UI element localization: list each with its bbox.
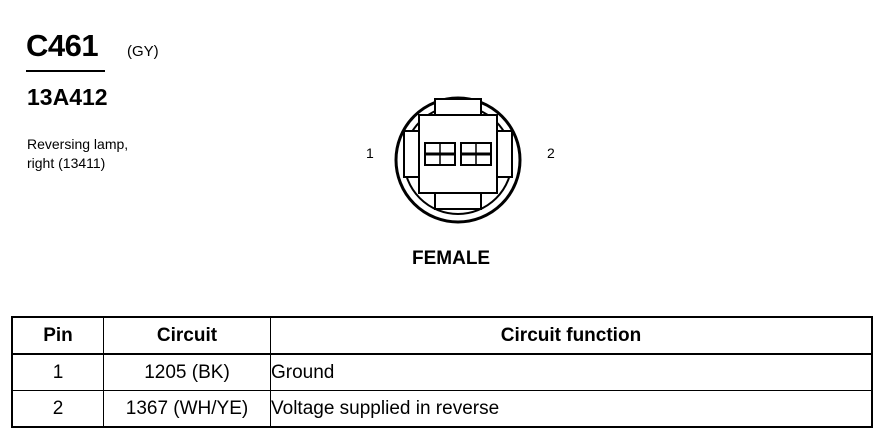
cell-pin: 1 — [11, 353, 104, 391]
header-circuit-function: Circuit function — [270, 316, 873, 355]
cell-circuit: 1367 (WH/YE) — [103, 390, 271, 428]
pin-label-1: 1 — [366, 145, 374, 161]
table-row: 2 1367 (WH/YE) Voltage supplied in rever… — [11, 390, 873, 428]
title-divider — [26, 70, 105, 72]
table-row: 1 1205 (BK) Ground — [11, 353, 873, 391]
connector-face-diagram — [394, 96, 522, 224]
connector-gender: FEMALE — [412, 248, 491, 269]
connector-right-key — [495, 130, 513, 178]
connector-top-key — [434, 98, 482, 116]
cell-circuit-function: Voltage supplied in reverse — [270, 390, 873, 428]
part-number: 13A412 — [27, 84, 108, 110]
header-pin: Pin — [11, 316, 104, 355]
cell-circuit: 1205 (BK) — [103, 353, 271, 391]
connector-color-code: (GY) — [127, 43, 159, 60]
connector-description: Reversing lamp, right (13411) — [27, 135, 128, 173]
header-circuit: Circuit — [103, 316, 271, 355]
table-header-row: Pin Circuit Circuit function — [11, 316, 873, 355]
pin-label-2: 2 — [547, 145, 555, 161]
connector-bottom-key — [434, 192, 482, 210]
pinout-table: Pin Circuit Circuit function 1 1205 (BK)… — [11, 316, 873, 428]
cell-pin: 2 — [11, 390, 104, 428]
cell-circuit-function: Ground — [270, 353, 873, 391]
connector-id: C461 — [26, 28, 99, 63]
description-line-2: right (13411) — [27, 155, 106, 171]
description-line-1: Reversing lamp, — [27, 136, 129, 152]
connector-left-key — [403, 130, 421, 178]
